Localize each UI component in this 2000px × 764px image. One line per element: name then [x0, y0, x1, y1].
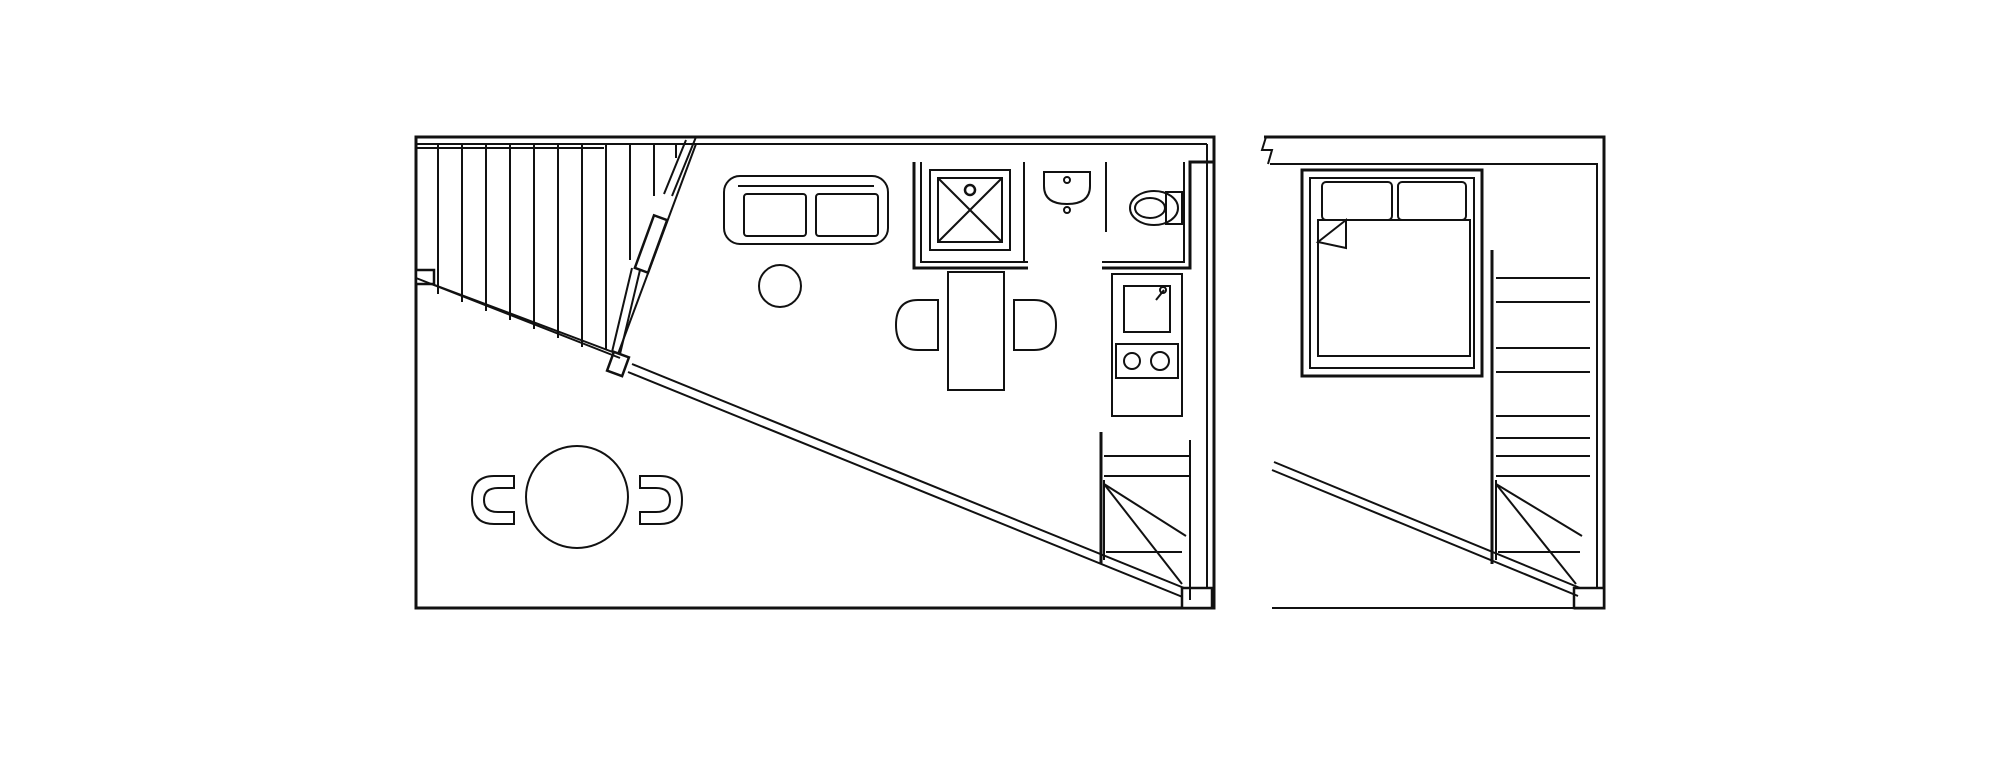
toilet-tank [1165, 191, 1183, 225]
door-post [605, 350, 631, 378]
shower-drain-line [937, 177, 1003, 243]
chair [894, 299, 939, 351]
toilet [1129, 190, 1183, 226]
outer-wall [414, 135, 1216, 610]
double-bed [1300, 168, 1484, 378]
bathroom-wall-right-inner [1102, 162, 1185, 263]
pillow [1397, 181, 1467, 221]
window [633, 213, 669, 275]
cooktop-burner [1150, 351, 1170, 371]
chair [1013, 299, 1058, 351]
glass-wall [627, 371, 1191, 601]
staircase [1490, 250, 1606, 610]
angled-wall-lower [611, 267, 641, 355]
kitchen-counter [1111, 273, 1183, 417]
glass-wall-edge [415, 277, 621, 359]
staircase [1099, 432, 1214, 610]
shower-tray-inner [937, 177, 1003, 243]
angled-wall [663, 136, 697, 197]
sofa-cushion [743, 193, 807, 237]
bathroom-wall [912, 162, 1028, 270]
stair-post [1180, 586, 1214, 610]
stair-tread [1495, 483, 1577, 585]
kitchenette [1111, 273, 1183, 417]
sink [1123, 285, 1171, 333]
side-table [758, 264, 802, 308]
bathroom-wall-inner [920, 162, 1028, 263]
stair-tread [1495, 483, 1583, 537]
chair [639, 475, 684, 525]
washbasin-tap [1063, 176, 1071, 184]
sink-tap [1155, 289, 1165, 301]
washbasin-bowl [1043, 171, 1091, 206]
stair-tread [1103, 483, 1187, 537]
stair-tread [1103, 483, 1183, 585]
upper-floor-plan [1260, 135, 1606, 610]
ground-floor-plan [414, 135, 1216, 610]
shower-drain [963, 183, 977, 197]
glass-wall [631, 363, 1195, 593]
cooktop-burner [1123, 352, 1141, 370]
cooktop [1115, 343, 1179, 379]
shower-tray [929, 169, 1011, 251]
shower [929, 169, 1011, 251]
sloped-roof-line [1271, 469, 1579, 597]
sofa [723, 175, 889, 245]
break-mark [1260, 136, 1274, 165]
toilet-seat [1134, 197, 1166, 219]
bed-frame [1309, 177, 1475, 369]
sloped-roof-line [1273, 461, 1581, 589]
bathroom-wall-right [1102, 160, 1214, 270]
bed-alcove [1300, 168, 1484, 378]
sofa-cushion [815, 193, 879, 237]
toilet-bowl [1129, 190, 1179, 226]
stair-post [1572, 586, 1606, 610]
washbasin-drain [1063, 206, 1071, 214]
duvet [1317, 219, 1471, 357]
washbasin [1043, 171, 1091, 214]
chair [470, 475, 515, 525]
outdoor-dining-set [470, 445, 684, 549]
duvet-fold [1315, 217, 1347, 250]
pillow [1321, 181, 1393, 221]
round-table [525, 445, 629, 549]
sink-drain [1159, 286, 1167, 294]
sofa-frame [723, 175, 889, 245]
dining-table [947, 271, 1005, 391]
